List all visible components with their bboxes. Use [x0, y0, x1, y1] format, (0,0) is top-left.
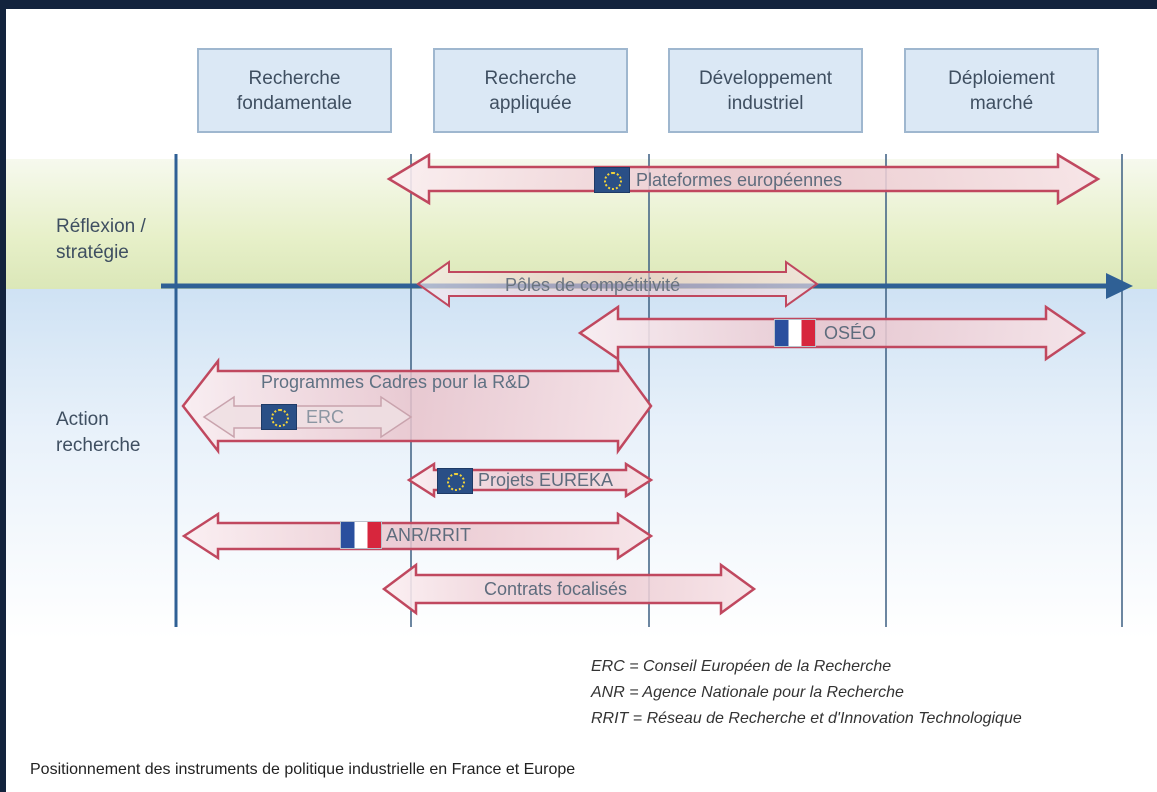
- row-label-line1: Réflexion /: [56, 216, 146, 237]
- phase-label-line2: fondamentale: [236, 92, 353, 114]
- arrow-contrats-focalises: [381, 562, 757, 616]
- label-contrats-focalises: Contrats focalisés: [484, 579, 628, 599]
- label-programmes-cadres: Programmes Cadres pour la R&D: [261, 372, 531, 392]
- phase-developpement-industriel: Développement industriel: [668, 48, 863, 133]
- phase-recherche-fondamentale: Recherche fondamentale: [197, 48, 392, 133]
- row-label-action: Action recherche: [56, 407, 141, 459]
- label-oseo: OSÉO: [824, 323, 877, 343]
- phase-label-line1: Recherche: [484, 67, 577, 89]
- legend-anr: ANR = Agence Nationale pour la Recherche: [591, 684, 904, 701]
- label-eureka: Projets EUREKA: [478, 470, 614, 490]
- eu-flag-icon: [594, 167, 630, 193]
- legend-erc: ERC = Conseil Européen de la Recherche: [591, 658, 892, 675]
- phase-label-line2: industriel: [727, 92, 804, 114]
- france-flag-icon: [340, 521, 382, 549]
- phase-label-line1: Recherche: [248, 67, 341, 89]
- legend-rrit: RRIT = Réseau de Recherche et d'Innovati…: [591, 710, 1022, 727]
- row-label-line2: stratégie: [56, 242, 129, 263]
- phase-label-line1: Développement: [698, 67, 833, 89]
- phase-label-line2: appliquée: [489, 92, 572, 114]
- arrow-anr-rrit: [181, 511, 654, 561]
- arrow-plateformes: [386, 152, 1101, 206]
- eu-flag-icon: [261, 404, 297, 430]
- label-anr-rrit: ANR/RRIT: [386, 525, 471, 545]
- phase-deploiement-marche: Déploiement marché: [904, 48, 1099, 133]
- label-erc: ERC: [306, 407, 345, 427]
- arrow-erc: [202, 395, 413, 439]
- phase-label-line2: marché: [969, 92, 1034, 114]
- label-plateformes: Plateformes européennes: [636, 170, 843, 190]
- france-flag-icon: [774, 319, 816, 347]
- time-axis-arrowhead: [1106, 273, 1133, 299]
- label-poles: Pôles de compétitivité: [505, 275, 681, 295]
- arrow-oseo: [577, 304, 1087, 362]
- row-label-line1: Action: [56, 409, 109, 430]
- phase-label-line1: Déploiement: [948, 67, 1055, 89]
- row-label-line2: recherche: [56, 435, 141, 456]
- phase-recherche-appliquee: Recherche appliquée: [433, 48, 628, 133]
- diagram-page: Recherche fondamentale Recherche appliqu…: [6, 9, 1157, 792]
- row-label-reflexion: Réflexion / stratégie: [56, 214, 146, 266]
- diagram-canvas: [161, 152, 1133, 627]
- abbreviation-legend: ERC = Conseil Européen de la Recherche A…: [591, 654, 1022, 732]
- arrow-poles: [416, 260, 819, 308]
- figure-caption: Positionnement des instruments de politi…: [30, 761, 576, 778]
- eu-flag-icon: [437, 468, 473, 494]
